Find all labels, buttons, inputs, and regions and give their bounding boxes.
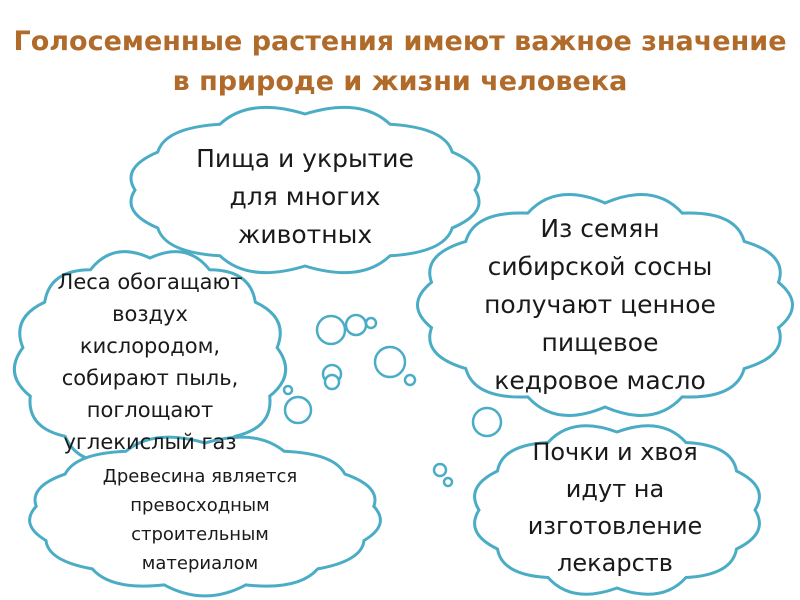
cloud-forest-line: поглощают (86, 398, 214, 422)
cloud-wood-line: превосходным (130, 495, 270, 516)
cloud-food (129, 105, 481, 275)
thought-bubble (471, 406, 503, 438)
cloud-wood-line: строительным (131, 524, 269, 545)
cloud-buds-line: лекарств (557, 549, 673, 577)
thought-bubble (323, 373, 341, 391)
page-title: Голосеменные растения имеют важное значе… (0, 22, 800, 102)
thought-bubble (282, 384, 294, 396)
cloud-text-food: Пища и укрытие для многих животных (175, 140, 435, 254)
title-line-2: в природе и жизни человека (172, 66, 628, 97)
cloud-food-line: Пища и укрытие (196, 144, 414, 173)
thought-bubble (283, 395, 313, 425)
cloud-pine-line: пищевое (541, 328, 659, 357)
cloud-pine-line: Из семян (540, 214, 660, 243)
cloud-food-line: для многих (229, 182, 381, 211)
thought-bubble (364, 316, 378, 330)
cloud-forest-line: собирают пыль, (61, 366, 239, 390)
cloud-forest-line: Леса обогащают (57, 270, 243, 294)
cloud-forest-line: углекислый газ (63, 430, 237, 454)
cloud-wood-line: материалом (141, 553, 259, 574)
cloud-pine-line: получают ценное (484, 290, 716, 319)
cloud-layer (12, 105, 794, 598)
cloud-wood (28, 435, 382, 598)
cloud-text-wood: Древесина является превосходным строител… (70, 462, 330, 578)
thought-bubble (373, 345, 407, 379)
cloud-medicine (473, 424, 761, 596)
thought-bubbles (282, 313, 503, 488)
title-line-1: Голосеменные растения имеют важное значе… (13, 26, 787, 57)
cloud-buds-line: Почки и хвоя (532, 438, 698, 466)
cloud-text-forests: Леса обогащают воздух кислородом, собира… (30, 266, 270, 458)
thought-bubble (432, 462, 448, 478)
cloud-forest-line: кислородом, (79, 334, 221, 358)
thought-bubble (315, 314, 347, 346)
cloud-wood-line: Древесина является (102, 466, 298, 487)
cloud-pine-line: кедровое масло (494, 366, 706, 395)
cloud-food-line: животных (237, 220, 373, 249)
cloud-forest-line: воздух (112, 302, 188, 326)
cloud-buds-line: изготовление (527, 512, 703, 540)
cloud-text-pine-oil: Из семян сибирской сосны получают ценное… (455, 210, 745, 400)
thought-bubble (442, 476, 454, 488)
thought-bubble (344, 313, 368, 337)
thought-bubble (403, 373, 417, 387)
cloud-buds-line: идут на (565, 475, 665, 503)
cloud-pine-oil (416, 193, 794, 417)
cloud-pine-line: сибирской сосны (487, 252, 713, 281)
cloud-text-medicine: Почки и хвоя идут на изготовление лекарс… (490, 434, 740, 582)
